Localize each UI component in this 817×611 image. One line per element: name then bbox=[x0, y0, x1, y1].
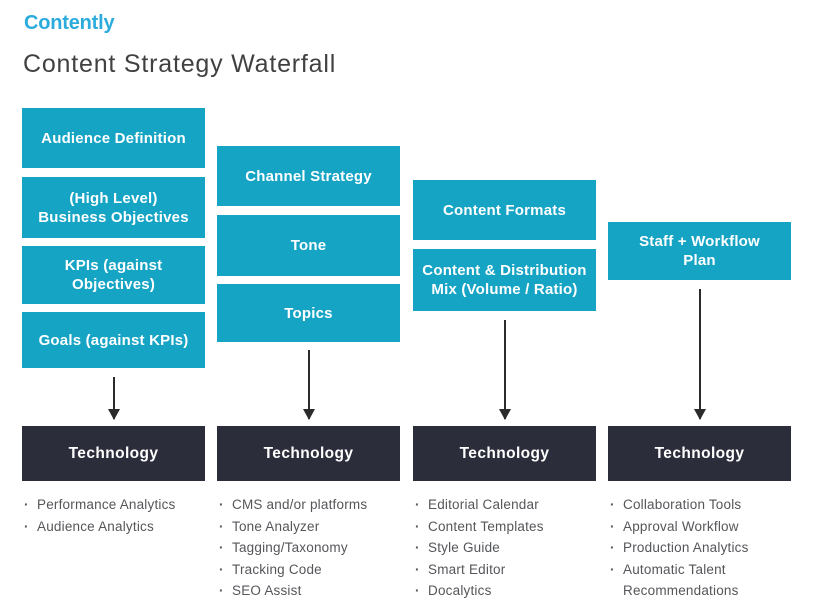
bullet-icon: · bbox=[415, 561, 420, 577]
contently-logo: Contently bbox=[24, 12, 115, 34]
tool-label: Style Guide bbox=[428, 540, 500, 555]
bullet-icon: · bbox=[415, 497, 420, 512]
bullet-icon: · bbox=[219, 497, 224, 512]
tool-label: SEO Assist bbox=[232, 583, 302, 598]
technology-box: Technology bbox=[217, 426, 400, 481]
tool-label: Production Analytics bbox=[623, 540, 749, 555]
technology-box: Technology bbox=[22, 426, 205, 481]
tool-label: Performance Analytics bbox=[37, 497, 176, 512]
tool-list-item: · Production Analytics bbox=[608, 537, 791, 559]
tool-list: · Collaboration Tools · Approval Workflo… bbox=[608, 494, 791, 602]
flow-box: Topics bbox=[217, 284, 400, 342]
bullet-icon: · bbox=[415, 540, 420, 555]
tool-list-item: · Editorial Calendar bbox=[413, 494, 596, 516]
flow-box: (High Level) Business Objectives bbox=[22, 177, 205, 238]
bullet-icon: · bbox=[610, 518, 615, 534]
tool-list-item: · Collaboration Tools bbox=[608, 494, 791, 516]
tool-label: Editorial Calendar bbox=[428, 497, 539, 512]
tool-label: Automatic Talent Recommendations bbox=[623, 561, 739, 599]
tool-label: Collaboration Tools bbox=[623, 497, 742, 512]
flow-box: KPIs (against Objectives) bbox=[22, 246, 205, 304]
column-formats: Content Formats Content & Distribution M… bbox=[413, 0, 596, 611]
tool-label: Docalytics bbox=[428, 583, 492, 598]
tool-list-item: · Docalytics bbox=[413, 580, 596, 602]
column-staff: Staff + Workflow Plan Technology · Colla… bbox=[608, 0, 791, 611]
tool-label: Content Templates bbox=[428, 518, 544, 534]
bullet-icon: · bbox=[219, 518, 224, 534]
tool-list-item: · Style Guide bbox=[413, 537, 596, 559]
column-audience: Audience Definition (High Level) Busines… bbox=[22, 0, 205, 611]
tool-label: Tracking Code bbox=[232, 561, 322, 577]
technology-box: Technology bbox=[608, 426, 791, 481]
tool-label: Tone Analyzer bbox=[232, 518, 320, 534]
bullet-icon: · bbox=[415, 583, 420, 598]
down-arrow-icon bbox=[698, 289, 701, 419]
tool-list-item: · SEO Assist bbox=[217, 580, 400, 602]
flow-box: Channel Strategy bbox=[217, 146, 400, 206]
tool-list: · Editorial Calendar · Content Templates… bbox=[413, 494, 596, 602]
tool-label: Approval Workflow bbox=[623, 518, 739, 534]
technology-box: Technology bbox=[413, 426, 596, 481]
tool-list-item: · Approval Workflow bbox=[608, 516, 791, 538]
down-arrow-icon bbox=[503, 320, 506, 419]
bullet-icon: · bbox=[610, 540, 615, 555]
tool-list-item: · Tagging/Taxonomy bbox=[217, 537, 400, 559]
tool-list-item: · Tracking Code bbox=[217, 559, 400, 581]
bullet-icon: · bbox=[24, 518, 29, 534]
bullet-icon: · bbox=[219, 583, 224, 598]
tool-label: Smart Editor bbox=[428, 561, 506, 577]
page-title: Content Strategy Waterfall bbox=[23, 50, 337, 78]
bullet-icon: · bbox=[219, 540, 224, 555]
tool-label: Audience Analytics bbox=[37, 518, 154, 534]
tool-list: · CMS and/or platforms · Tone Analyzer ·… bbox=[217, 494, 400, 602]
tool-list-item: · Tone Analyzer bbox=[217, 516, 400, 538]
tool-list-item: · Smart Editor bbox=[413, 559, 596, 581]
flow-box: Goals (against KPIs) bbox=[22, 312, 205, 368]
column-channel: Channel Strategy Tone Topics Technology … bbox=[217, 0, 400, 611]
tool-list-item: · CMS and/or platforms bbox=[217, 494, 400, 516]
tool-list-item: · Content Templates bbox=[413, 516, 596, 538]
down-arrow-icon bbox=[112, 377, 115, 419]
tool-label: Tagging/Taxonomy bbox=[232, 540, 348, 555]
flow-box: Staff + Workflow Plan bbox=[608, 222, 791, 280]
tool-list: · Performance Analytics · Audience Analy… bbox=[22, 494, 205, 537]
flow-box: Content Formats bbox=[413, 180, 596, 240]
bullet-icon: · bbox=[24, 497, 29, 512]
flow-box: Content & Distribution Mix (Volume / Rat… bbox=[413, 249, 596, 311]
bullet-icon: · bbox=[610, 561, 615, 577]
tool-list-item: · Automatic Talent Recommendations bbox=[608, 559, 791, 602]
down-arrow-icon bbox=[307, 350, 310, 419]
bullet-icon: · bbox=[415, 518, 420, 534]
bullet-icon: · bbox=[219, 561, 224, 577]
bullet-icon: · bbox=[610, 497, 615, 512]
flow-box: Audience Definition bbox=[22, 108, 205, 168]
tool-list-item: · Audience Analytics bbox=[22, 516, 205, 538]
tool-label: CMS and/or platforms bbox=[232, 497, 368, 512]
flow-box: Tone bbox=[217, 215, 400, 276]
tool-list-item: · Performance Analytics bbox=[22, 494, 205, 516]
